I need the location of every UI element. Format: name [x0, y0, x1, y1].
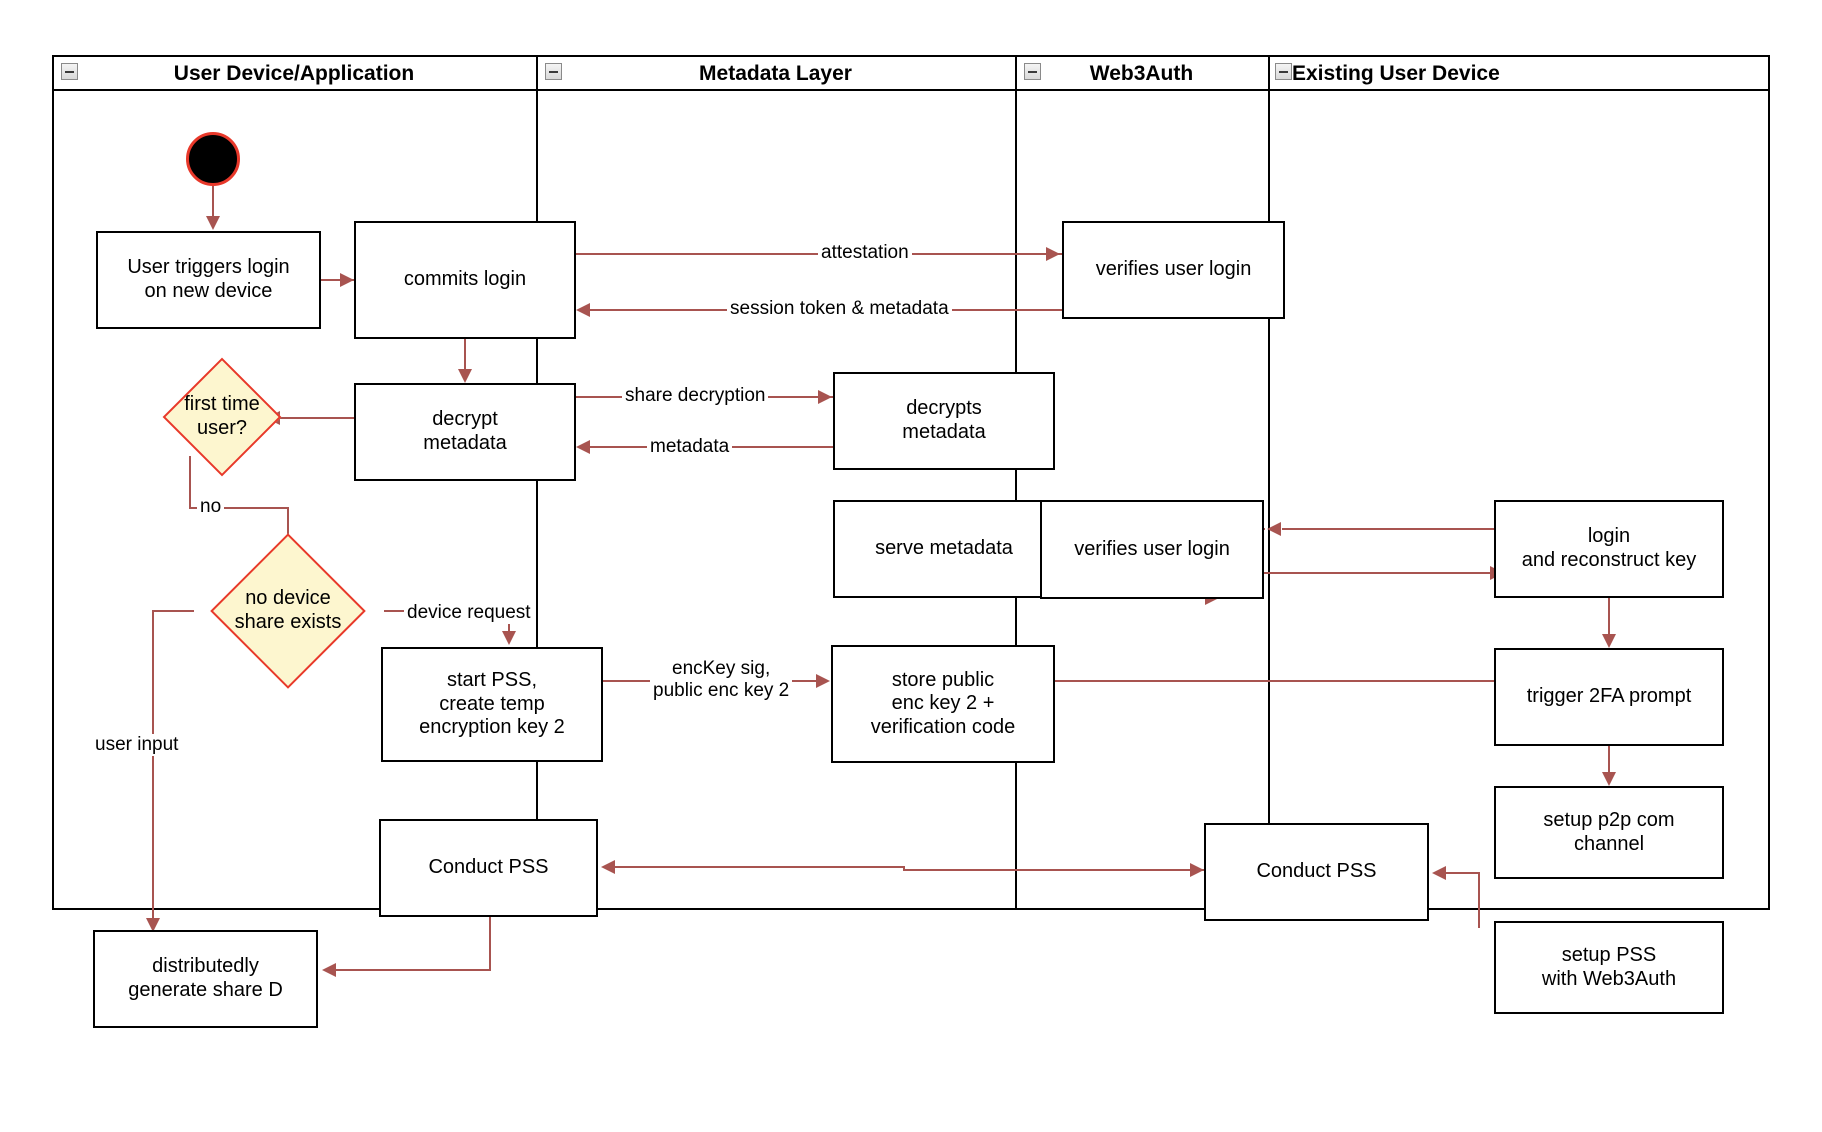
edge-conduct-pss-to-share-d — [327, 969, 491, 971]
edge-device-request-down — [508, 610, 510, 641]
node-conduct-pss-user[interactable]: Conduct PSS — [379, 819, 598, 917]
node-label-conduct-pss-web3auth: Conduct PSS — [1256, 860, 1377, 883]
node-label-conduct-pss-user: Conduct PSS — [428, 856, 549, 879]
edge-conduct-pss-web3auth-to-user-a — [615, 866, 905, 868]
edge-trigger-2fa-to-p2p — [1608, 746, 1610, 782]
edge-conduct-pss-down — [489, 917, 491, 971]
lane-divider-3 — [1268, 55, 1270, 910]
arrowhead-user-input — [146, 918, 160, 932]
arrowhead-conduct-pss-web3auth-to-user — [601, 860, 615, 874]
collapse-minus-icon-user-device[interactable] — [61, 63, 78, 80]
arrowhead-user-triggers-to-commits — [340, 273, 354, 287]
edge-start-to-user-triggers-login — [212, 186, 214, 224]
node-label-commits-login: commits login — [403, 268, 527, 291]
lane-title-metadata-layer: Metadata Layer — [699, 62, 852, 85]
swimlane-frame — [52, 55, 1770, 910]
lane-divider-1 — [536, 55, 538, 910]
edge-label-enckey-sig: encKey sig,public enc key 2 — [650, 658, 793, 702]
initial-node — [186, 132, 240, 186]
arrowhead-existing-device-to-verifies-2 — [1267, 522, 1281, 536]
edge-existing-device-to-verifies-2 — [1282, 528, 1507, 530]
arrowhead-start-to-user-triggers-login — [206, 216, 220, 230]
arrowhead-share-decryption — [818, 390, 832, 404]
node-verifies-user-login-1[interactable]: verifies user login — [1062, 221, 1285, 319]
arrowhead-session-token-metadata — [576, 303, 590, 317]
lane-divider-2 — [1015, 55, 1017, 910]
edge-setup-pss-to-conduct-pss-horizontal — [1443, 872, 1480, 874]
node-trigger-2fa-prompt[interactable]: trigger 2FA prompt — [1494, 648, 1724, 746]
edge-conduct-pss-web3auth-step — [903, 866, 905, 870]
arrowhead-trigger-2fa-to-p2p — [1602, 772, 1616, 786]
edge-label-share-decryption: share decryption — [622, 385, 769, 407]
node-verifies-user-login-two[interactable]: verifies user login — [1040, 500, 1264, 599]
edge-first-time-user-down — [189, 456, 191, 507]
edge-conduct-pss-web3auth-to-user-b — [903, 869, 1204, 871]
arrowhead-login-reconstruct-to-trigger-2fa — [1602, 634, 1616, 648]
node-commits-login[interactable]: commits login — [354, 221, 576, 339]
edge-label-metadata: metadata — [647, 436, 733, 458]
edge-no-branch-horizontal — [189, 507, 289, 509]
edge-decrypt-to-first-time-user — [268, 417, 356, 419]
node-conduct-pss-web3auth[interactable]: Conduct PSS — [1204, 823, 1429, 921]
arrowhead-to-conduct-pss-web3auth — [1190, 863, 1204, 877]
edge-label-session-token-metadata: session token & metadata — [727, 298, 952, 320]
edge-label-user-input: user input — [92, 734, 182, 756]
edge-store-key-to-trigger-2fa — [1055, 680, 1520, 682]
edge-user-input-down — [152, 610, 154, 928]
arrowhead-attestation — [1046, 247, 1060, 261]
node-label-verifies-user-login-1: verifies user login — [1095, 258, 1252, 281]
edge-login-reconstruct-to-trigger-2fa — [1608, 598, 1610, 644]
edge-verifies-2-to-login-reconstruct — [1264, 572, 1494, 574]
arrowhead-commits-to-decrypt — [458, 369, 472, 383]
lane-title-web3auth: Web3Auth — [1089, 62, 1194, 85]
lane-header-rule — [52, 89, 1770, 91]
collapse-minus-icon-existing-user-device[interactable] — [1275, 63, 1292, 80]
edge-user-triggers-to-commits — [321, 279, 354, 281]
node-label-verifies-user-login-two: verifies user login — [1074, 537, 1230, 560]
arrowhead-setup-pss-to-conduct-pss — [1432, 866, 1446, 880]
collapse-minus-icon-metadata-layer[interactable] — [545, 63, 562, 80]
edge-user-input-horizontal — [152, 610, 194, 612]
node-label-trigger-2fa-prompt: trigger 2FA prompt — [1526, 685, 1692, 708]
arrowhead-enckey-sig — [816, 674, 830, 688]
arrowhead-conduct-pss-to-share-d — [322, 963, 336, 977]
edge-label-no: no — [197, 496, 225, 518]
edge-commits-to-decrypt — [464, 339, 466, 379]
lane-title-existing-user-device: Existing User Device — [1292, 62, 1500, 85]
edge-no-branch-down-to-decision — [287, 507, 289, 550]
node-label-serve-metadata: serve metadata — [875, 537, 1013, 560]
edge-label-device-request: device request — [404, 602, 534, 624]
lane-title-user-device: User Device/Application — [173, 62, 415, 85]
edge-label-attestation: attestation — [818, 242, 912, 264]
arrowhead-device-request — [502, 631, 516, 645]
arrowhead-metadata-return — [576, 440, 590, 454]
collapse-minus-icon-web3auth[interactable] — [1024, 63, 1041, 80]
edge-setup-pss-to-conduct-pss-vertical — [1478, 872, 1480, 928]
node-serve-metadata[interactable]: serve metadata — [833, 500, 1055, 598]
